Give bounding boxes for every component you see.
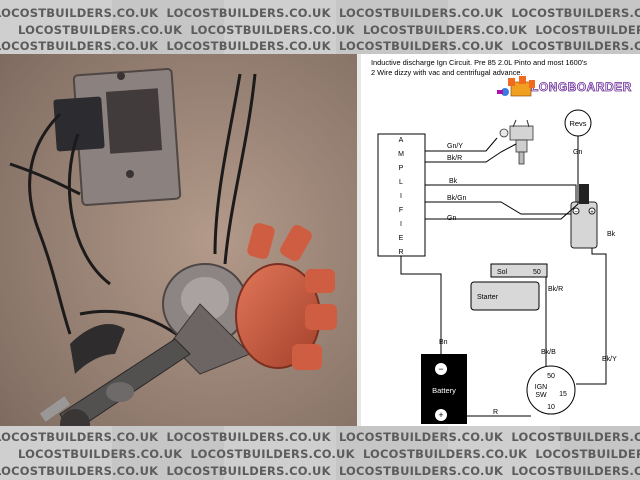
distributor-pickup <box>499 119 534 165</box>
wire-labels: Gn/Y Bk/R Bk Bk/Gn Gn Gn Bk Bk/R Bn Bk/B… <box>439 143 617 416</box>
ign-label-line1: IGN <box>535 384 547 391</box>
tachometer-label: Revs <box>569 119 586 128</box>
amplifier-letter: P <box>399 165 404 172</box>
wire-label-bk-r-starter: Bk/R <box>548 286 563 293</box>
wire-label-bk-y: Bk/Y <box>602 356 617 363</box>
distributor-icon <box>497 76 535 97</box>
ign-label-line2: SW <box>535 392 547 399</box>
watermark-text: LOCOSTBUILDERS.CO.UK <box>190 23 355 37</box>
amplifier-letters: A M P L I F I E R <box>398 137 404 256</box>
svg-text:−: − <box>574 210 578 216</box>
watermark-text: LOCOSTBUILDERS.CO.UK <box>166 430 331 444</box>
battery-label: Battery <box>432 386 456 395</box>
diagram-title-line1: Inductive discharge Ign Circuit. Pre 85 … <box>371 58 587 67</box>
watermark-text: LOCOSTBUILDERS.CO.UK <box>338 39 504 53</box>
ign-terminal-50: 50 <box>547 373 555 380</box>
watermark-row: LOCOSTBUILDERS.CO.UK LOCOSTBUILDERS.CO.U… <box>18 23 640 37</box>
watermark-text: LOCOSTBUILDERS.CO.UK <box>511 39 640 53</box>
watermark-band-bottom: LOCOSTBUILDERS.CO.UK LOCOSTBUILDERS.CO.U… <box>0 426 640 480</box>
wire-label-bk-r: Bk/R <box>447 155 462 162</box>
watermark-text: LOCOSTBUILDERS.CO.UK <box>535 23 640 37</box>
watermark-text: LOCOSTBUILDERS.CO.UK <box>0 39 159 53</box>
watermark-text: LOCOSTBUILDERS.CO.UK <box>511 464 640 478</box>
watermark-text: LOCOSTBUILDERS.CO.UK <box>362 23 528 37</box>
wire-label-r: R <box>493 409 498 416</box>
amplifier-letter: F <box>399 207 403 214</box>
wiring-diagram: Inductive discharge Ign Circuit. Pre 85 … <box>361 54 640 426</box>
wire-label-bk-coil: Bk <box>607 231 616 238</box>
ignition-switch <box>526 365 576 415</box>
wiring-diagram-svg: Inductive discharge Ign Circuit. Pre 85 … <box>371 58 632 424</box>
distributor-photo <box>0 54 357 426</box>
amplifier-module <box>53 68 182 206</box>
watermark-text: LOCOSTBUILDERS.CO.UK <box>511 430 640 444</box>
wiring-loom <box>9 73 257 356</box>
diagram-title-line2: 2 Wire dizzy with vac and centrifugal ad… <box>371 68 523 77</box>
panel-divider <box>357 54 361 426</box>
watermark-row: LOCOSTBUILDERS.CO.UK LOCOSTBUILDERS.CO.U… <box>0 464 640 478</box>
amplifier-letter: M <box>398 151 404 158</box>
watermark-text: LOCOSTBUILDERS.CO.UK <box>18 23 183 37</box>
watermark-text: LOCOSTBUILDERS.CO.UK <box>166 6 331 20</box>
wire-label-gn-y: Gn/Y <box>447 143 463 150</box>
battery-minus-sign: − <box>438 364 443 374</box>
amplifier-letter: L <box>399 179 403 186</box>
watermark-text: LOCOSTBUILDERS.CO.UK <box>338 6 504 20</box>
watermark-text: LOCOSTBUILDERS.CO.UK <box>18 447 183 461</box>
starter-motor <box>470 281 540 311</box>
connector-plug <box>70 324 125 374</box>
watermark-row: LOCOSTBUILDERS.CO.UK LOCOSTBUILDERS.CO.U… <box>0 6 640 20</box>
distributor-shaft <box>39 338 191 426</box>
watermark-band-top: LOCOSTBUILDERS.CO.UK LOCOSTBUILDERS.CO.U… <box>0 0 640 54</box>
watermark-text: LOCOSTBUILDERS.CO.UK <box>511 6 640 20</box>
watermark-text: LOCOSTBUILDERS.CO.UK <box>338 430 504 444</box>
watermark-row: LOCOSTBUILDERS.CO.UK LOCOSTBUILDERS.CO.U… <box>0 430 640 444</box>
distributor-cap <box>235 223 337 370</box>
amplifier-letter: R <box>398 249 403 256</box>
battery-plus-sign: + <box>438 410 443 420</box>
ignition-coil: − + <box>570 184 598 249</box>
starter-label: Starter <box>477 294 499 301</box>
amplifier-letter: I <box>400 193 402 200</box>
wire-label-bk: Bk <box>449 178 458 185</box>
brand-logo: LONGBOARDER <box>531 80 632 94</box>
svg-text:+: + <box>590 210 594 216</box>
wire-label-gn: Gn <box>447 215 456 222</box>
distributor-photo-drawing <box>0 54 357 426</box>
amplifier-letter: I <box>400 221 402 228</box>
ign-terminal-10: 10 <box>547 404 555 411</box>
watermark-text: LOCOSTBUILDERS.CO.UK <box>535 447 640 461</box>
watermark-row: LOCOSTBUILDERS.CO.UK LOCOSTBUILDERS.CO.U… <box>18 447 640 461</box>
wire-label-bn: Bn <box>439 339 448 346</box>
wire-label-bk-gn: Bk/Gn <box>447 195 467 202</box>
amplifier-box <box>377 133 426 257</box>
watermark-text: LOCOSTBUILDERS.CO.UK <box>338 464 504 478</box>
watermark-text: LOCOSTBUILDERS.CO.UK <box>190 447 355 461</box>
wire-label-gn-revs: Gn <box>573 149 582 156</box>
battery-negative-terminal <box>435 363 447 375</box>
amplifier-letter: A <box>399 137 404 144</box>
watermark-text: LOCOSTBUILDERS.CO.UK <box>166 39 331 53</box>
watermark-text: LOCOSTBUILDERS.CO.UK <box>362 447 528 461</box>
watermark-row: LOCOSTBUILDERS.CO.UK LOCOSTBUILDERS.CO.U… <box>0 39 640 53</box>
wire-label-bk-b: Bk/B <box>541 349 556 356</box>
watermark-text: LOCOSTBUILDERS.CO.UK <box>0 464 159 478</box>
solenoid-terminal: 50 <box>533 269 541 276</box>
battery-positive-terminal <box>435 409 447 421</box>
ign-terminal-15: 15 <box>559 391 567 398</box>
solenoid <box>490 263 548 278</box>
watermark-text: LOCOSTBUILDERS.CO.UK <box>0 6 159 20</box>
watermark-text: LOCOSTBUILDERS.CO.UK <box>0 430 159 444</box>
amplifier-letter: E <box>399 235 404 242</box>
distributor-body <box>162 263 251 375</box>
solenoid-label: Sol <box>497 269 508 276</box>
watermark-text: LOCOSTBUILDERS.CO.UK <box>166 464 331 478</box>
